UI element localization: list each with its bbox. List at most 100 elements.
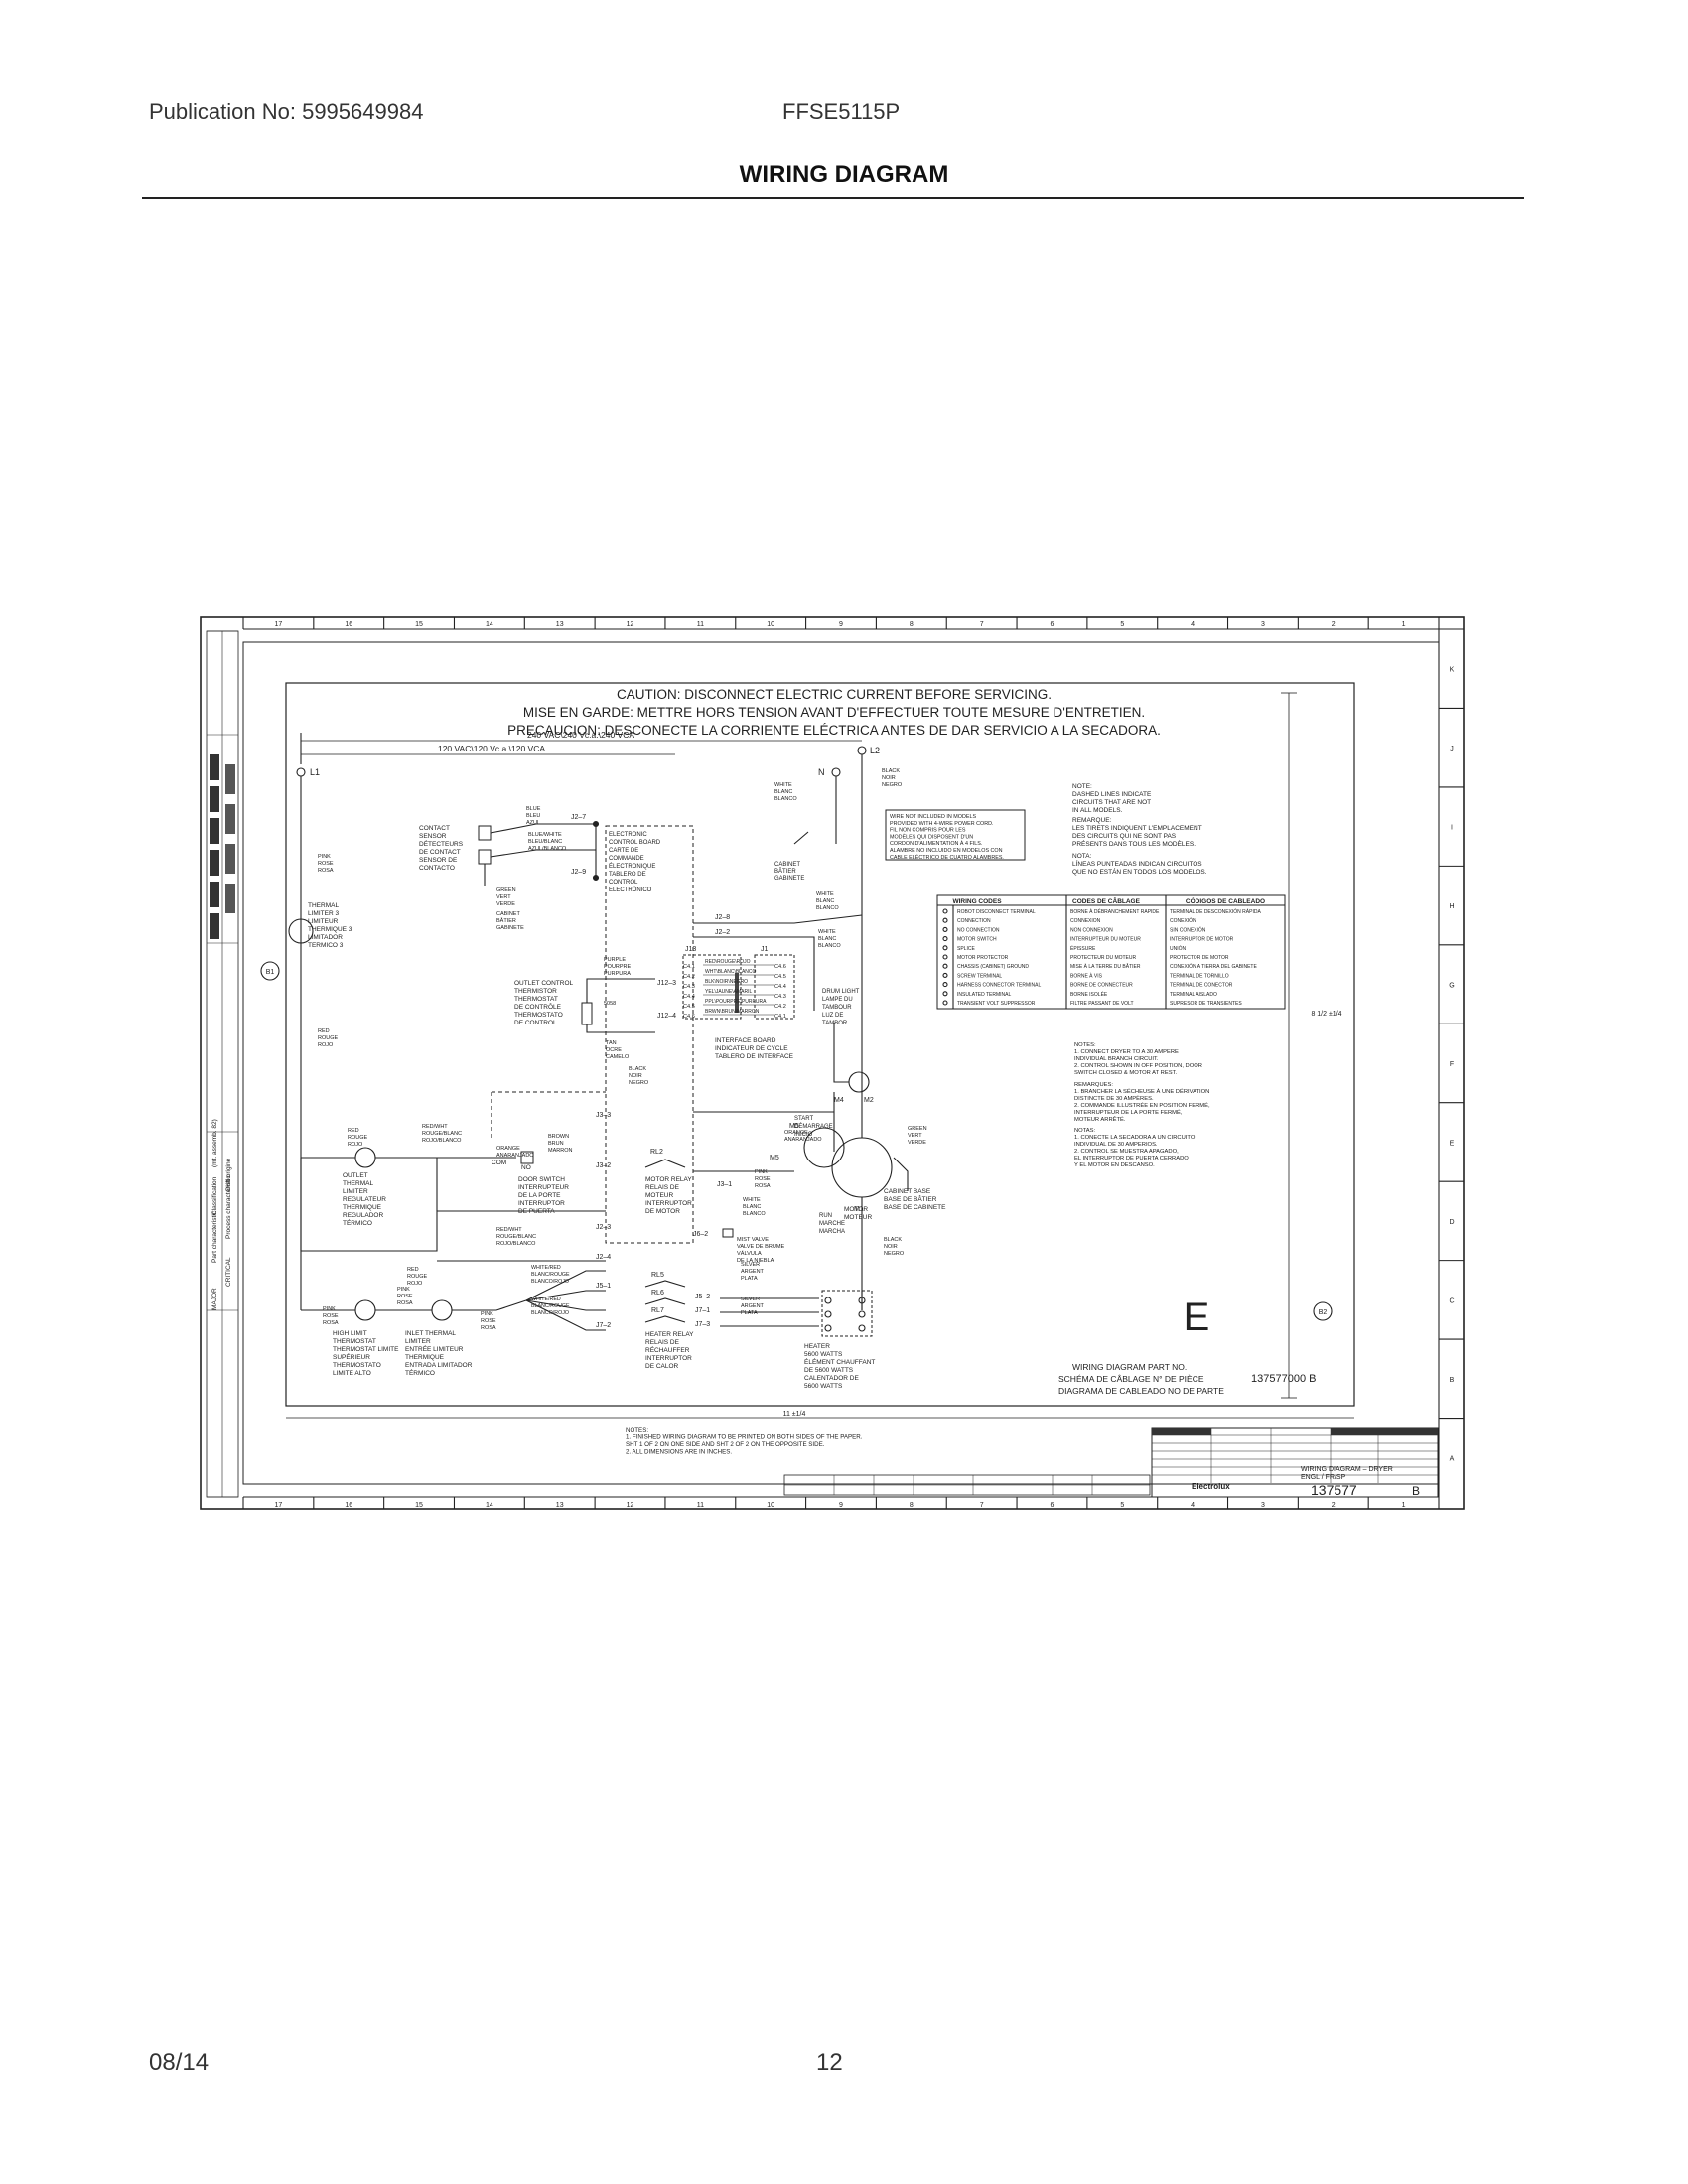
wiring-code-header: WIRING CODES [952,898,1002,905]
white-label: BLANCO [774,796,797,802]
interface-pin: C4.4 [683,994,695,1000]
connector-label: J3–1 [717,1181,732,1188]
row-letter: A [1450,1455,1455,1462]
black-wire-label: NOIR [882,775,896,781]
width-dim-label: 11 ±1/4 [783,1411,806,1418]
connector-label: J7–2 [596,1322,611,1329]
heater-relay-label: RÉCHAUFFER [645,1345,690,1354]
caution-text: CAUTION: DISCONNECT ELECTRIC CURRENT BEF… [617,687,1052,702]
heater-relay-label: INTERRUPTOR [645,1355,692,1362]
pink-label-2: PINK [755,1169,768,1175]
connector-label: J1 [761,946,769,953]
brown-label: BRUN [548,1141,564,1147]
red-label-2: RED [348,1128,359,1134]
thermal-limiter-label: THERMIQUE 3 [308,926,352,933]
wiring-code-es: UNIÓN [1170,945,1187,952]
wire [644,1159,686,1168]
wire-note-box [885,809,1026,861]
high-limit-label: THERMOSTATO [333,1362,381,1369]
control-board-label: CONTROL [609,880,638,886]
orange-label: ORANGE [496,1146,520,1152]
wire [490,823,596,834]
n-label: N [818,767,825,777]
heater-label: 5600 WATTS [804,1351,843,1358]
heater-label: DE 5600 WATTS [804,1367,854,1374]
cabinet-base-label: BASE DE CABINETE [884,1204,946,1211]
drum-light-label: DRUM LIGHT [822,989,860,995]
blue-label: BLUE [526,806,541,812]
outlet-thermal-label: THERMIQUE [343,1204,382,1211]
control-board-label: ELECTRONIC [609,832,647,838]
heater-label: CALENTADOR DE [804,1375,859,1382]
wire [525,1290,606,1301]
inlet-thermal-label: ENTRADA LIMITADOR [405,1362,473,1369]
silver-label-2: ARGENT [741,1303,765,1309]
control-board-label: ELECTRÓNICO [609,887,652,893]
outlet-thermal-label: LIMITER [343,1188,368,1195]
white-label-2: BLANCO [816,905,839,911]
orange-label-2: ANARANJADO [784,1137,822,1143]
thermal-limiter-label: THERMAL [308,902,339,909]
mist-valve-label: VÁLVULA [737,1250,762,1257]
no-label: NO [521,1164,531,1171]
title-block-header [1152,1428,1211,1435]
inlet-thermal-label: THERMIQUE [405,1354,445,1361]
wiring-code-symbol [942,972,948,978]
interface-pin: C4.5 [774,974,786,980]
control-board-label: ÉLECTRONIQUE [609,863,655,870]
drum-light-label: LUZ DE [822,1013,843,1019]
bottom-notes: SHT 1 OF 2 ON ONE SIDE AND SHT 2 OF 2 ON… [626,1441,825,1448]
note-remarque: DES CIRCUITS QUI NE SONT PAS [1072,833,1177,840]
red-white-label-2: ROJO/BLANCO [496,1241,536,1247]
inlet-thermal-label: ENTRÉE LIMITEUR [405,1344,464,1353]
footer-date: 08/14 [149,2049,210,2076]
note-remarque: LES TIRETS INDIQUENT L'EMPLACEMENT [1072,825,1202,832]
drum-light-label: TAMBOUR [822,1005,852,1011]
notes-fr: 1. BRANCHER LA SÉCHEUSE À UNE DÉRIVATION [1074,1088,1209,1095]
inlet-thermal-label: LIMITER [405,1338,431,1345]
column-number: 3 [1261,621,1265,628]
relay-label: RL5 [651,1272,664,1279]
white-label-4: WHITE [743,1197,761,1203]
connector-label: J12–3 [657,980,676,987]
orange-label-2: ORANGE [784,1130,808,1136]
interface-wire: BLK\NOIR\NEGRO [705,979,748,985]
heater-terminal [858,1324,866,1332]
blue-label: BLEU [526,813,540,819]
wire [693,914,863,924]
wire-note-line: PROVIDED WITH 4-WIRE POWER CORD. [890,821,994,827]
side-text-block [225,764,235,794]
side-text-block [210,786,219,812]
interface-board-label: TABLERO DE INTERFACE [715,1053,794,1060]
white-label-2: WHITE [816,891,834,897]
drawing-number: 137577 [1311,1482,1357,1498]
pink-label-2: ROSE [755,1176,771,1182]
wiring-code-en: SPLICE [957,946,975,952]
motor-relay-label: MOTEUR [645,1192,673,1199]
red-label-3: ROUGE [407,1274,428,1280]
interface-pin: C4.6 [774,964,786,970]
column-number: 16 [345,621,352,628]
side-text-block [210,818,219,844]
wiring-code-fr: NON CONNEXION [1070,927,1113,933]
j2-9-dot [592,874,600,882]
column-number: 7 [980,621,984,628]
heater-label: 5600 WATTS [804,1383,843,1390]
column-number: 8 [910,621,914,628]
blue-white-label: BLUE/WHITE [528,832,562,838]
wiring-code-symbol [942,1000,948,1006]
notes-en: 1. CONNECT DRYER TO A 30 AMPERE [1074,1049,1179,1055]
connector-label: J3–2 [596,1162,611,1169]
column-number: 4 [1191,1502,1195,1509]
green-label: GREEN [496,887,516,893]
row-letter: F [1450,1061,1454,1068]
motor-relay-label: INTERRUPTOR [645,1200,692,1207]
part-no-line2: SCHÉMA DE CÂBLAGE N° DE PIÈCE [1058,1374,1204,1384]
notes-fr: DISTINCTE DE 30 AMPÈRES. [1074,1095,1154,1102]
connector-label: J6–2 [693,1231,708,1238]
purple-label: POURPRE [604,964,632,970]
wiring-code-es: INTERRUPTOR DE MOTOR [1170,937,1234,943]
notes-es: NOTAS: [1074,1128,1096,1134]
wire [644,1297,686,1305]
wiring-diagram: 1717161615151414131312121111101099887766… [200,616,1465,1510]
